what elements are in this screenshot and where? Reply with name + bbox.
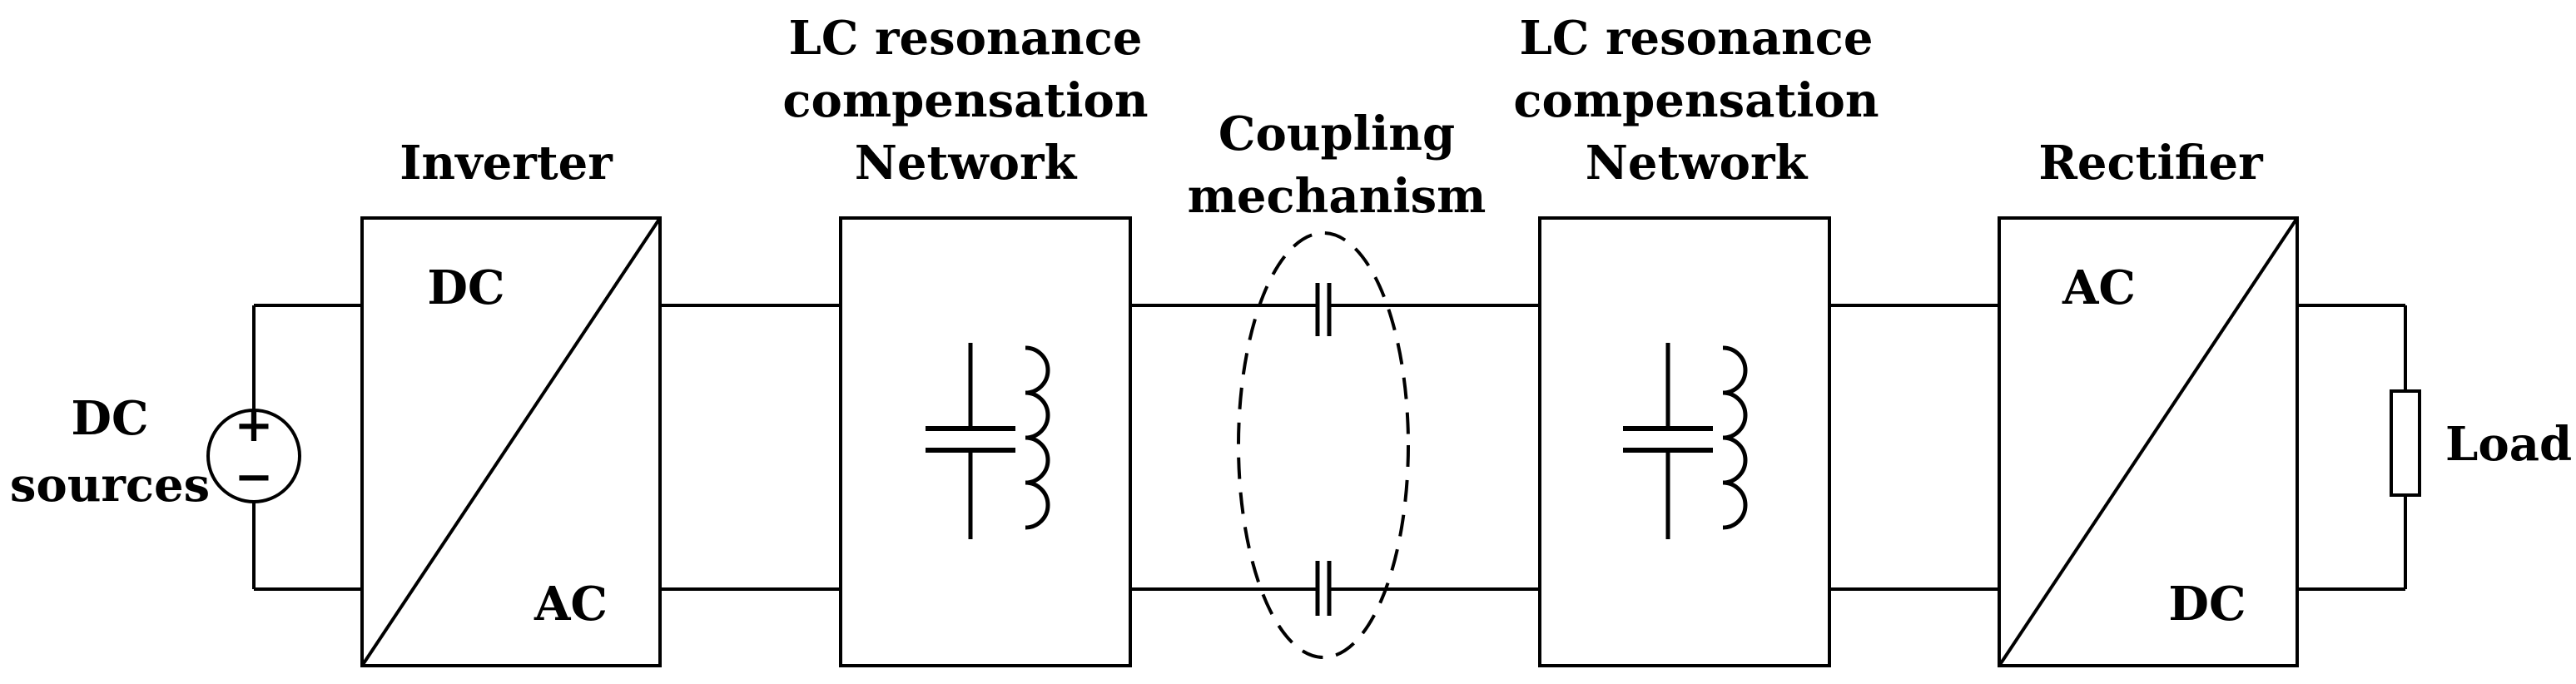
load-resistor-body — [2390, 389, 2421, 497]
lc-right-capacitor-icon — [1623, 343, 1713, 539]
coupling-bottom-capacitor-icon — [1315, 561, 1332, 616]
lc-left-title-line3: Network — [855, 136, 1078, 191]
dc-source-circle — [206, 409, 301, 503]
dc-source: + − — [206, 304, 362, 591]
lc-left-box — [839, 216, 1132, 667]
coupling-title-line1: Coupling — [1219, 107, 1455, 161]
source-minus-sign: − — [235, 449, 274, 504]
rectifier-ac-label: AC — [2062, 260, 2136, 315]
lc-right-inductor-icon — [1722, 345, 1748, 530]
dc-sources-label-line1: DC — [71, 391, 148, 446]
inverter-ac-label: AC — [534, 577, 608, 632]
inverter-box — [360, 216, 662, 667]
lc-left-inductor-icon — [1025, 345, 1050, 530]
coupling-top-capacitor-icon — [1315, 283, 1332, 336]
rectifier-box — [1998, 216, 2299, 667]
coupling-boundary-ellipse — [1237, 231, 1410, 659]
rectifier-dc-label: DC — [2168, 577, 2246, 632]
inverter-diagonal — [360, 216, 662, 667]
lc-right-title-line3: Network — [1586, 136, 1809, 191]
lc-right-title-line1: LC resonance — [1520, 11, 1874, 66]
lc-left-capacitor-icon — [926, 343, 1015, 539]
lc-left-title-line2: compensation — [782, 73, 1148, 128]
inverter-title: Inverter — [400, 136, 613, 191]
coupling-title-line2: mechanism — [1188, 169, 1487, 224]
load-label: Load — [2445, 417, 2572, 472]
load-resistor — [2297, 304, 2421, 591]
rectifier-diagonal — [1998, 216, 2299, 667]
lc-left-title-line1: LC resonance — [789, 11, 1143, 66]
source-plus-sign: + — [235, 398, 274, 453]
lc-right-box — [1538, 216, 1831, 667]
inverter-dc-label: DC — [427, 260, 504, 315]
lc-right-title-line2: compensation — [1513, 73, 1879, 128]
rectifier-title: Rectifier — [2038, 136, 2264, 191]
dc-sources-label-line2: sources — [10, 458, 210, 513]
